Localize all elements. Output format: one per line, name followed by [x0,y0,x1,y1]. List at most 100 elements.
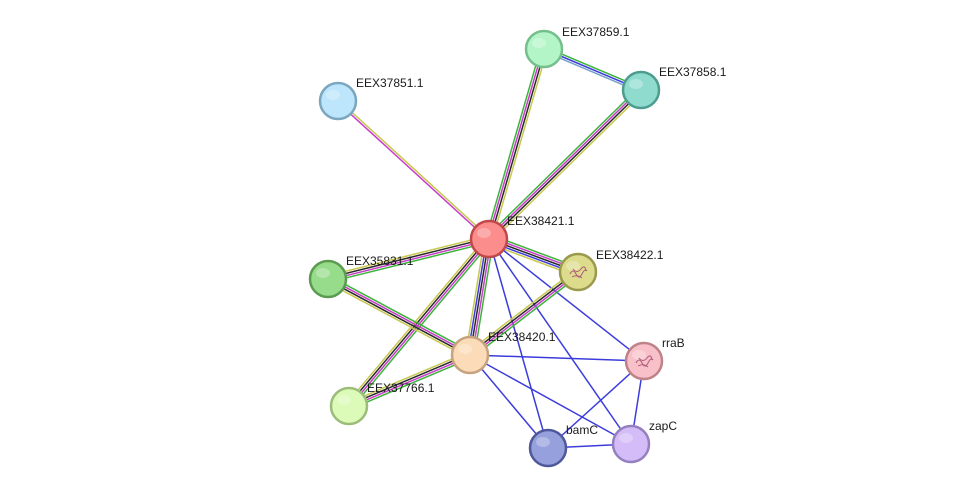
edge-evidence-line [345,236,488,405]
node-highlight [316,268,330,278]
edge-evidence-line [328,239,490,281]
edge-evidence-line [489,49,546,240]
edge-evidence-line [488,238,549,449]
node-label: EEX35831.1 [346,254,414,268]
edge-evidence-line [471,274,581,359]
node-circle[interactable] [450,335,490,375]
node-circle[interactable] [558,252,598,292]
edge-eex38422-1-eex38420-1[interactable] [467,268,581,359]
edge-eex38421-1-zapc[interactable] [488,238,632,445]
edge-eex38421-1-bamc[interactable] [488,238,549,449]
edge-evidence-line [336,101,489,241]
node-eex38422-1[interactable]: EEX38422.1 [558,248,664,292]
edge-evidence-line [485,47,542,239]
edge-evidence-line [349,355,471,408]
edge-evidence-line [347,237,489,406]
node-highlight [619,433,633,443]
edge-eex38421-1-eex38420-1[interactable] [464,238,495,356]
edge-evidence-line [471,239,492,356]
edge-evidence-line [327,279,470,357]
edge-layer [326,46,645,449]
node-eex37851-1[interactable]: EEX37851.1 [318,76,424,121]
edge-evidence-line [487,88,641,239]
edge-evidence-line [327,237,489,279]
edge-eex38421-1-eex37858-1[interactable] [486,87,644,242]
node-label: EEX37851.1 [356,76,424,90]
node-circle[interactable] [624,341,664,381]
edge-evidence-line [489,90,643,241]
edge-evidence-line [326,281,469,359]
node-eex38421-1[interactable]: EEX38421.1 [469,214,575,259]
edge-evidence-line [488,238,645,362]
edge-eex38421-1-eex35831-1[interactable] [327,235,490,283]
edge-evidence-line [328,241,490,283]
edge-evidence-line [338,99,491,239]
node-circle[interactable] [469,219,509,259]
node-zapc[interactable]: zapC [611,419,677,464]
node-circle[interactable] [329,386,369,426]
node-eex38420-1[interactable]: EEX38420.1 [450,330,556,375]
edge-evidence-line [328,277,471,355]
edge-evidence-line [329,275,472,353]
node-bamc[interactable]: bamC [528,423,598,468]
node-highlight [566,261,580,271]
edge-evidence-line [491,49,548,241]
edge-evidence-line [464,238,486,355]
edge-evidence-line [486,87,640,238]
node-highlight [477,228,491,238]
node-circle[interactable] [528,428,568,468]
node-highlight [458,344,472,354]
edge-evidence-line [470,272,580,357]
edge-eex38421-1-eex37859-1[interactable] [485,47,548,241]
edge-evidence-line [349,357,472,410]
node-circle[interactable] [611,424,651,464]
edge-eex35831-1-eex38420-1[interactable] [326,275,472,359]
node-label: EEX38420.1 [488,330,556,344]
edge-evidence-line [469,354,549,449]
node-highlight [536,437,550,447]
node-label: bamC [566,423,598,437]
edge-evidence-line [467,238,488,355]
node-eex37859-1[interactable]: EEX37859.1 [524,25,630,69]
node-eex35831-1[interactable]: EEX35831.1 [308,254,414,299]
edge-evidence-line [327,235,489,277]
edge-evidence-line [468,270,578,355]
node-rrab[interactable]: rraB [624,336,685,381]
node-label: rraB [662,336,685,350]
node-eex37766-1[interactable]: EEX37766.1 [329,381,435,426]
edge-evidence-line [488,238,632,445]
node-highlight [326,90,340,100]
node-highlight [629,79,643,89]
edge-evidence-line [469,238,490,356]
node-label: EEX37859.1 [562,25,630,39]
node-label: EEX37766.1 [367,381,435,395]
node-label: EEX38422.1 [596,248,664,262]
edge-evidence-line [487,48,544,239]
edge-evidence-line [467,268,577,353]
edge-evidence-line [469,354,645,362]
edge-rrab-bamc[interactable] [547,360,645,449]
node-highlight [632,350,646,360]
node-label: EEX38421.1 [507,214,575,228]
edge-evidence-line [490,91,644,242]
node-circle[interactable] [318,81,358,121]
edge-evidence-line [348,353,470,406]
edge-eex38420-1-rrab[interactable] [469,354,645,362]
node-label: zapC [649,419,677,433]
edge-eex38420-1-bamc[interactable] [469,354,549,449]
edge-evidence-line [347,351,470,404]
edge-evidence-line [349,239,491,408]
node-highlight [532,38,546,48]
edge-eex38421-1-rrab[interactable] [488,238,645,362]
node-circle[interactable] [308,259,348,299]
node-label: EEX37858.1 [659,65,727,79]
node-eex37858-1[interactable]: EEX37858.1 [621,65,727,110]
edge-eex38421-1-eex37851-1[interactable] [336,99,491,241]
edge-eex38420-1-zapc[interactable] [469,354,632,445]
edge-evidence-line [547,360,645,449]
node-layer: EEX38421.1 EEX37859.1EEX37858.1EEX37851.1… [308,25,727,468]
node-circle[interactable] [524,29,564,69]
node-circle[interactable] [621,70,661,110]
edge-eex38420-1-eex37766-1[interactable] [347,351,472,410]
